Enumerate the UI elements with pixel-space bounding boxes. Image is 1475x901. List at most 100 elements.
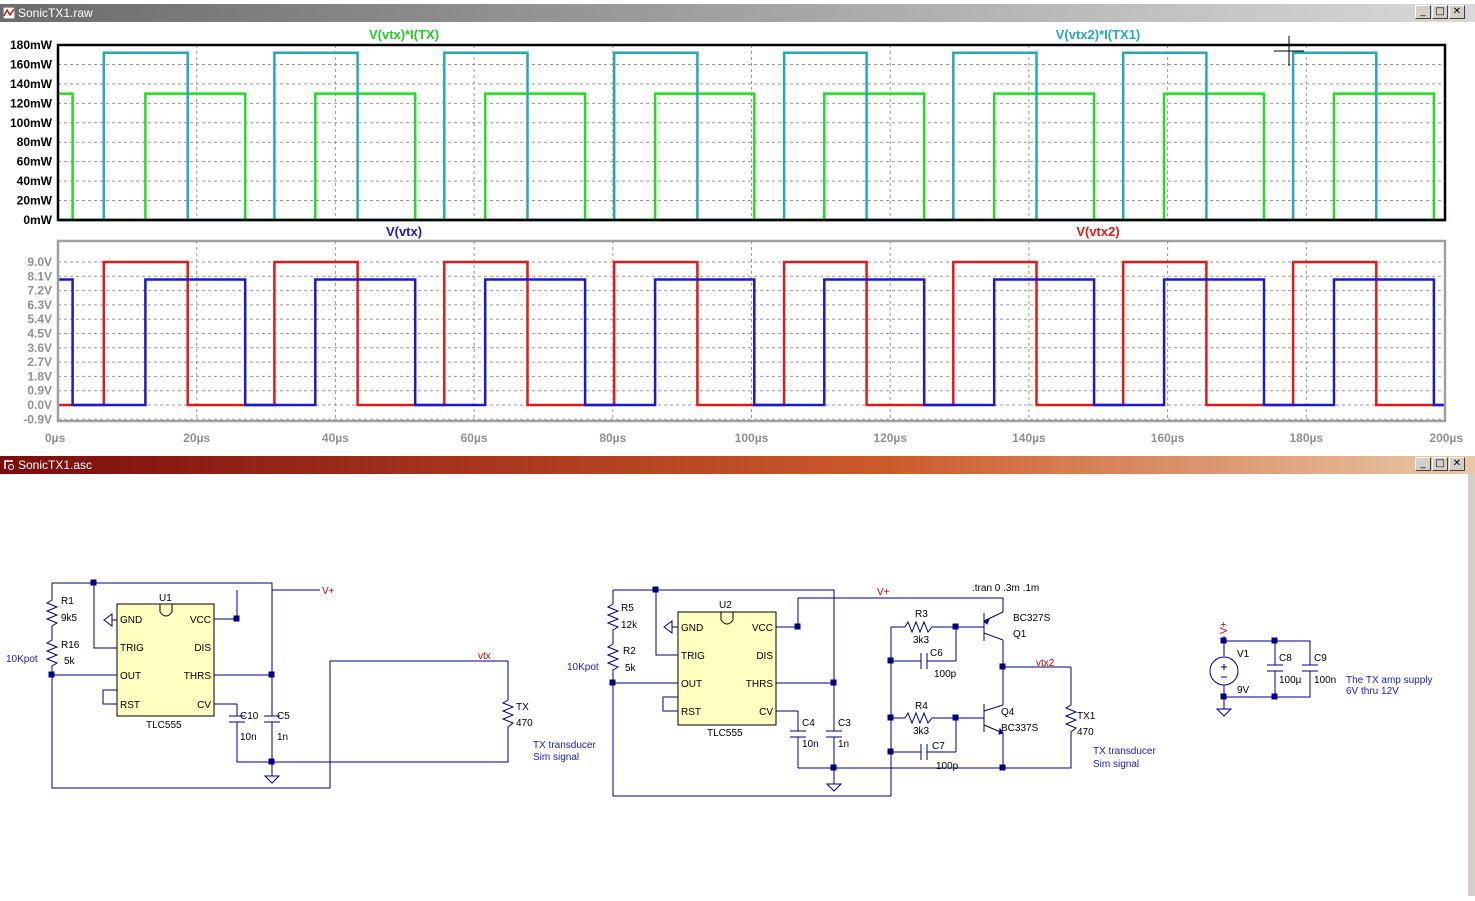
- u1-label: U1: [159, 593, 172, 604]
- legend-vtx2-power[interactable]: V(vtx2)*I(TX1): [1056, 27, 1141, 42]
- u2-label: U2: [719, 600, 732, 611]
- u1-pin-cv: CV: [197, 700, 211, 711]
- supply-note-2: 6V thru 12V: [1346, 686, 1399, 697]
- tx-note-2: Sim signal: [533, 752, 579, 763]
- vtx-net-label: vtx: [478, 651, 491, 662]
- top-y-tick-label: 0mW: [23, 213, 52, 227]
- x-tick-label: 80µs: [599, 431, 626, 445]
- tx1-value: 470: [1077, 727, 1094, 738]
- u1-pin-rst: RST: [120, 700, 140, 711]
- schematic-window-titlebar[interactable]: SonicTX1.asc _ □ ✕: [0, 456, 1475, 474]
- c8-label: C8: [1279, 653, 1292, 664]
- schematic-pane[interactable]: GND TRIG OUT RST VCC DIS THRS CV U1 TLC5…: [0, 474, 1468, 896]
- v1-value: 9V: [1237, 685, 1250, 696]
- plot-window-titlebar[interactable]: SonicTX1.raw _ □ ✕: [0, 4, 1475, 22]
- top-y-tick-label: 20mW: [17, 194, 53, 208]
- tx1-label: TX1: [1077, 711, 1096, 722]
- top-y-tick-label: 140mW: [10, 77, 53, 91]
- bottom-y-tick-label: 7.2V: [27, 284, 52, 298]
- close-button-2[interactable]: ✕: [1449, 457, 1465, 471]
- tx-label: TX: [516, 702, 529, 713]
- tran-directive[interactable]: .tran 0 .3m .1m: [972, 583, 1039, 594]
- bottom-y-tick-label: 1.8V: [27, 369, 52, 383]
- maximize-button-2[interactable]: □: [1432, 457, 1448, 471]
- x-tick-label: 100µs: [735, 431, 769, 445]
- top-y-tick-label: 80mW: [17, 135, 53, 149]
- legend-vtx[interactable]: V(vtx): [386, 224, 422, 239]
- plot-window-title: SonicTX1.raw: [18, 6, 93, 20]
- bottom-y-tick-label: 3.6V: [27, 341, 52, 355]
- schematic-window-title: SonicTX1.asc: [18, 458, 93, 472]
- c6-label: C6: [930, 648, 943, 659]
- bottom-trace-0[interactable]: [58, 278, 1445, 407]
- minimize-button-2[interactable]: _: [1415, 457, 1431, 471]
- legend-vtx-power[interactable]: V(vtx)*I(TX): [369, 27, 439, 42]
- c5-value: 1n: [277, 732, 288, 743]
- u2-pin-vcc: VCC: [752, 623, 773, 634]
- u2-pin-gnd: GND: [681, 623, 703, 634]
- top-y-tick-label: 60mW: [17, 155, 53, 169]
- q1-label: Q1: [1013, 629, 1027, 640]
- r2-label: R2: [623, 646, 636, 657]
- x-tick-label: 180µs: [1289, 431, 1323, 445]
- u1-pin-thrs: THRS: [184, 671, 212, 682]
- r2-value: 5k: [625, 663, 637, 674]
- r16-value: 5k: [64, 656, 76, 667]
- x-tick-label: 40µs: [322, 431, 349, 445]
- schematic-icon: [4, 460, 14, 470]
- u1-chip-body[interactable]: [116, 603, 215, 717]
- r3-label: R3: [915, 609, 928, 620]
- r5-label: R5: [621, 603, 634, 614]
- r4-label: R4: [915, 701, 928, 712]
- minimize-button[interactable]: _: [1415, 5, 1431, 19]
- c9-value: 100n: [1314, 675, 1336, 686]
- c6-value: 100p: [934, 669, 957, 680]
- r5-value: 12k: [621, 620, 638, 631]
- supply-circuit: [1209, 636, 1318, 717]
- tx-note-1: TX transducer: [533, 740, 596, 751]
- bottom-y-tick-label: 0.9V: [27, 384, 52, 398]
- top-y-tick-label: 120mW: [10, 96, 53, 110]
- x-tick-label: 140µs: [1012, 431, 1046, 445]
- c3-value: 1n: [838, 739, 849, 750]
- c4-label: C4: [802, 718, 815, 729]
- close-button[interactable]: ✕: [1449, 5, 1465, 19]
- vtx2-net-label: vtx2: [1036, 658, 1055, 669]
- x-tick-label: 60µs: [461, 431, 488, 445]
- c10-value: 10n: [240, 732, 257, 743]
- tx1-note-1: TX transducer: [1093, 746, 1156, 757]
- tx1-note-2: Sim signal: [1093, 759, 1139, 770]
- schematic-canvas[interactable]: GND TRIG OUT RST VCC DIS THRS CV U1 TLC5…: [0, 474, 1468, 896]
- u2-pin-cv: CV: [759, 707, 773, 718]
- u1-pin-out: OUT: [120, 671, 141, 682]
- pot1-label: 10Kpot: [6, 654, 38, 665]
- q4-label: Q4: [1001, 707, 1015, 718]
- v1-label: V1: [1237, 649, 1250, 660]
- r3-value: 3k3: [913, 635, 930, 646]
- u2-pin-rst: RST: [681, 707, 701, 718]
- bottom-y-tick-label: 8.1V: [27, 269, 52, 283]
- q4-model: BC337S: [1001, 723, 1039, 734]
- waveform-plot[interactable]: 0mW20mW40mW60mW80mW100mW120mW140mW160mW1…: [0, 22, 1475, 456]
- bottom-pane-frame: [56, 239, 1447, 423]
- vplus-net-label-2: V+: [877, 587, 890, 598]
- c4-value: 10n: [802, 739, 819, 750]
- u2-pin-trig: TRIG: [681, 651, 705, 662]
- top-trace-0[interactable]: [58, 92, 1445, 222]
- schematic-scroll-strip[interactable]: [1468, 474, 1475, 896]
- maximize-button[interactable]: □: [1432, 5, 1448, 19]
- u2-chip-body[interactable]: [677, 611, 777, 726]
- bottom-y-tick-label: 4.5V: [27, 327, 52, 341]
- bottom-trace-1[interactable]: [58, 260, 1445, 407]
- pot2-label: 10Kpot: [567, 662, 599, 673]
- bottom-y-tick-label: 2.7V: [27, 355, 52, 369]
- bottom-y-tick-label: 0.0V: [27, 398, 52, 412]
- u1-pin-trig: TRIG: [120, 643, 144, 654]
- top-pane-frame: [56, 43, 1447, 222]
- legend-vtx2[interactable]: V(vtx2): [1076, 224, 1119, 239]
- u2-pin-thrs: THRS: [746, 679, 774, 690]
- r1-label: R1: [61, 596, 74, 607]
- u1-pin-dis: DIS: [194, 643, 211, 654]
- u2-chip-name: TLC555: [707, 728, 743, 739]
